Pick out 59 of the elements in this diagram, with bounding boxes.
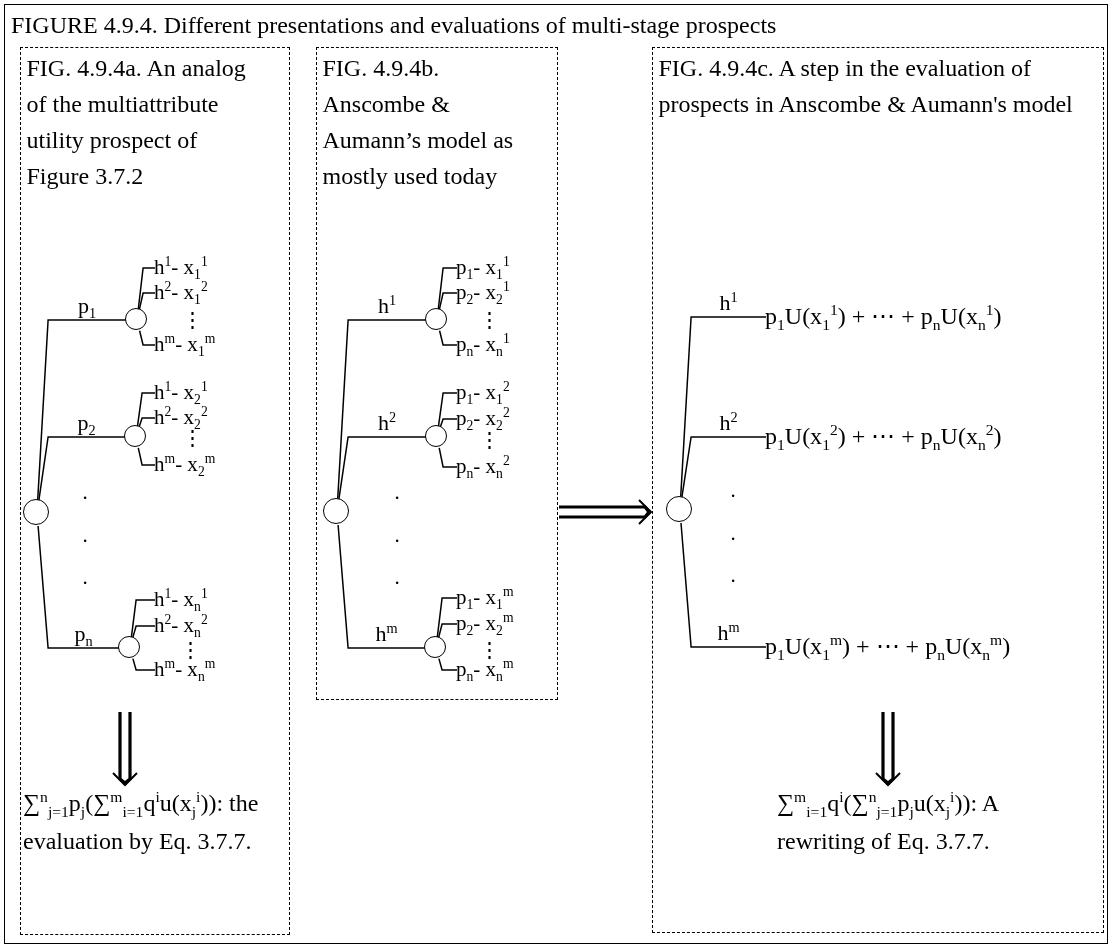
vertical-ellipsis: ⋮ xyxy=(478,429,500,451)
chance-node xyxy=(425,425,447,447)
evaluation-formula: ∑$^{n}$$_{j=1}$p$_{j}$(∑$^{m}$$_{i=1}$q$^{i}$u(x$_{j}$$^{i}$)): the evaluation by Eq. 3.7.7. xyxy=(23,784,285,924)
branch-line xyxy=(438,447,458,468)
branch-line xyxy=(680,522,767,648)
root-chance-node xyxy=(323,498,349,524)
branch-line xyxy=(137,267,156,310)
chance-node xyxy=(424,636,446,658)
outcome-label: p$_{1}$U(x$_{1}$$^{m}$) + ⋯ + p$_{n}$U(x$_{n}$$^{m}$) xyxy=(765,631,1085,661)
branch-line xyxy=(438,657,458,671)
double-arrow xyxy=(875,710,901,786)
double-arrow xyxy=(112,710,138,786)
branch-line xyxy=(337,524,426,649)
panel-caption: FIG. 4.9.4b. Anscombe & Aumann’s model as mostly used today xyxy=(322,53,515,191)
root-chance-node xyxy=(23,499,49,525)
branch-line xyxy=(439,418,458,428)
branch-line xyxy=(132,657,156,671)
chance-node xyxy=(425,308,447,330)
branch-line xyxy=(36,319,127,501)
vertical-ellipsis: ⋮ xyxy=(478,639,500,661)
branch-line xyxy=(336,319,427,500)
ellipsis-dot: . xyxy=(82,566,88,588)
branch-line xyxy=(136,392,156,427)
branch-line xyxy=(437,392,458,427)
double-arrow xyxy=(557,499,652,525)
branch-line xyxy=(436,597,458,638)
panel-caption: FIG. 4.9.4c. A step in the evaluation of prospects in Anscombe & Aumann's model xyxy=(658,53,1074,119)
figure-title: FIGURE 4.9.4. Different presentations and evaluations of multi-stage prospects xyxy=(11,11,778,40)
chance-node xyxy=(125,308,147,330)
branch-line xyxy=(138,417,156,428)
root-chance-node xyxy=(666,496,692,522)
ellipsis-dot: . xyxy=(82,481,88,503)
branch-line xyxy=(681,436,767,498)
ellipsis-dot: . xyxy=(730,564,736,586)
chance-node xyxy=(118,636,140,658)
vertical-ellipsis: ⋮ xyxy=(478,309,500,331)
ellipsis-dot: . xyxy=(394,524,400,546)
ellipsis-dot: . xyxy=(730,479,736,501)
ellipsis-dot: . xyxy=(394,481,400,503)
branch-line xyxy=(338,436,427,500)
ellipsis-dot: . xyxy=(394,566,400,588)
branch-line xyxy=(137,447,156,466)
branch-line xyxy=(38,436,126,501)
branch-line xyxy=(37,525,120,649)
panel-caption: FIG. 4.9.4a. An analog of the multiattribute utility prospect of Figure 3.7.2 xyxy=(26,53,247,191)
vertical-ellipsis: ⋮ xyxy=(179,639,201,661)
ellipsis-dot: . xyxy=(730,522,736,544)
ellipsis-dot: . xyxy=(82,524,88,546)
vertical-ellipsis: ⋮ xyxy=(181,309,203,331)
branch-line xyxy=(437,267,458,310)
outcome-label: p$_{1}$U(x$_{1}$$^{2}$) + ⋯ + p$_{n}$U(x$_{n}$$^{2}$) xyxy=(765,421,1085,451)
branch-line xyxy=(138,329,156,346)
branch-line xyxy=(679,316,767,498)
branch-line xyxy=(130,599,156,638)
chance-node xyxy=(124,425,146,447)
outcome-label: p$_{1}$U(x$_{1}$$^{1}$) + ⋯ + p$_{n}$U(x$_{n}$$^{1}$) xyxy=(765,301,1085,331)
branch-line xyxy=(132,625,156,639)
evaluation-formula: ∑$^{m}$$_{i=1}$q$^{i}$(∑$^{n}$$_{j=1}$p$_{j}$u(x$_{j}$$^{i}$)): A rewriting of Eq. 3.7.7. xyxy=(777,784,1032,924)
branch-line xyxy=(438,329,458,346)
